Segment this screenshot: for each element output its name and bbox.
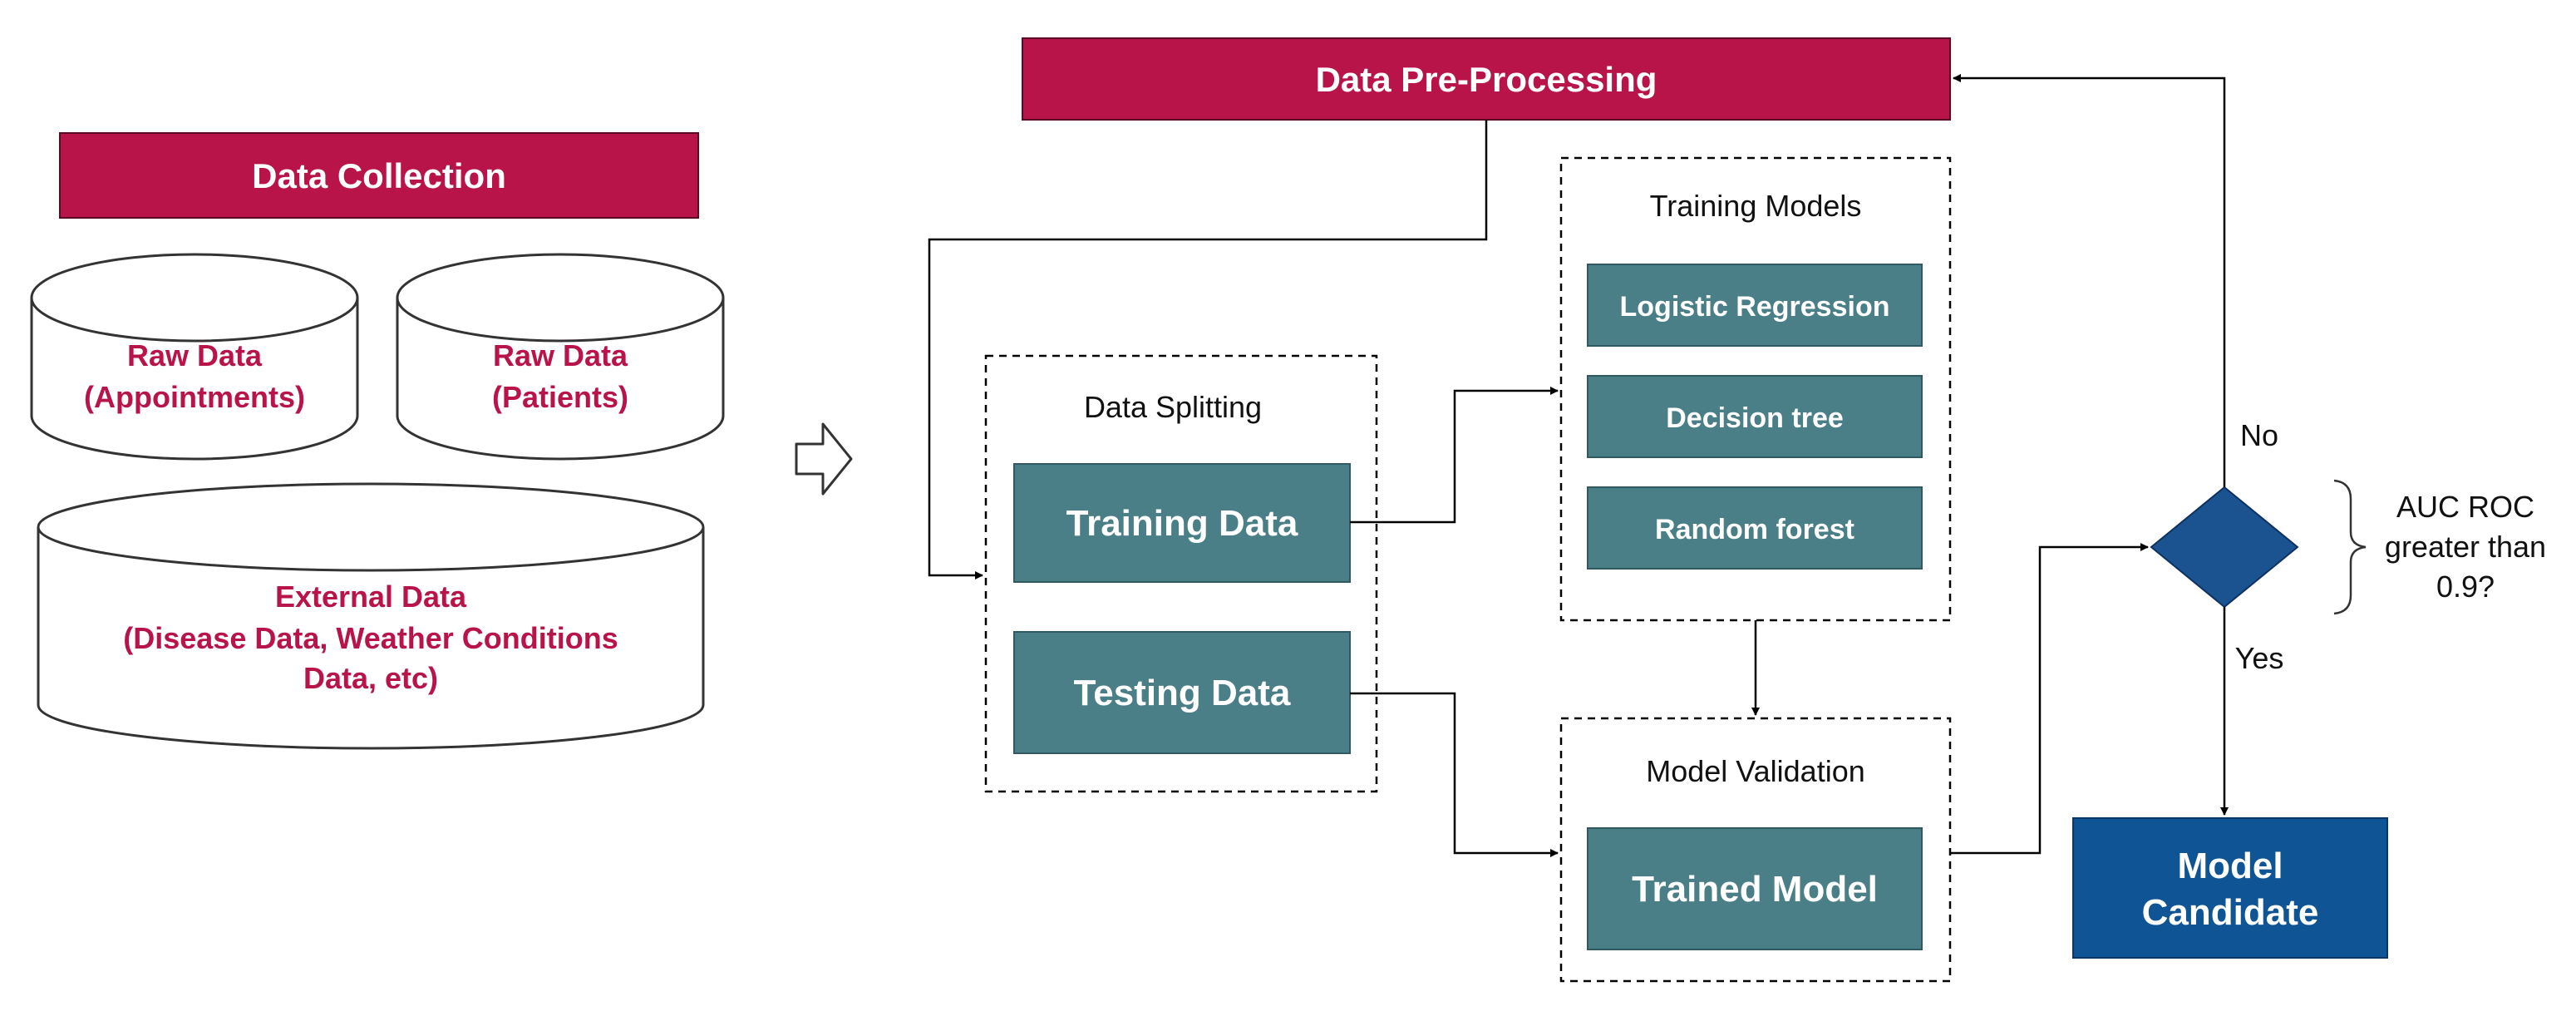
testing-data-box — [1013, 631, 1351, 754]
right-arrow-icon — [795, 422, 853, 496]
model-validation-title: Model Validation — [1646, 754, 1865, 788]
model-validation-frame — [1559, 717, 1952, 983]
model-logistic-regression-label: Logistic Regression — [1620, 291, 1890, 323]
training-data-label: Training Data — [1066, 503, 1298, 544]
connector-preprocessing-to-splitting — [928, 120, 1488, 580]
model-logistic-regression-box — [1587, 264, 1923, 347]
patients-cylinder: Raw Data (Patients) — [396, 253, 725, 461]
connectors — [928, 74, 2229, 857]
model-candidate-line1: Model — [2177, 846, 2283, 886]
data-collection-header — [59, 132, 699, 219]
trained-model-label: Trained Model — [1632, 869, 1878, 910]
external-label-line1: External Data — [275, 580, 467, 614]
question-line1: AUC ROC — [2396, 490, 2534, 524]
training-models-title: Training Models — [1650, 189, 1862, 223]
decision-no-label: No — [2240, 418, 2278, 452]
data-splitting-title: Data Splitting — [1084, 390, 1262, 424]
training-data-box — [1013, 463, 1351, 583]
preprocessing-header — [1022, 37, 1951, 121]
preprocessing-title: Data Pre-Processing — [1316, 60, 1657, 99]
model-decision-tree-box — [1587, 375, 1923, 458]
question-line3: 0.9? — [2436, 570, 2495, 604]
model-decision-tree-label: Decision tree — [1666, 402, 1844, 434]
external-data-cylinder: External Data (Disease Data, Weather Con… — [37, 482, 705, 750]
connector-decision-no-to-preprocessing — [1953, 74, 2226, 487]
model-random-forest-box — [1587, 486, 1923, 570]
connector-training-to-models — [1350, 387, 1559, 524]
patients-label-line1: Raw Data — [493, 338, 628, 372]
trained-model-box — [1587, 827, 1923, 950]
training-models-group: Training Models Logistic Regression Deci… — [1559, 156, 1952, 622]
decision-yes-label: Yes — [2235, 641, 2284, 675]
appointments-cylinder: Raw Data (Appointments) — [30, 253, 359, 461]
data-collection-title: Data Collection — [252, 156, 506, 195]
model-validation-group: Model Validation Trained Model — [1559, 717, 1952, 983]
appointments-label-line2: (Appointments) — [84, 380, 305, 414]
question-line2: greater than — [2385, 530, 2546, 564]
decision-diamond — [2150, 486, 2299, 609]
model-candidate-box — [2072, 817, 2388, 959]
external-label-line3: Data, etc) — [303, 661, 438, 695]
data-splitting-group: Data Splitting Training Data Testing Dat… — [984, 354, 1378, 793]
connector-validation-to-decision — [1950, 543, 2149, 855]
model-random-forest-label: Random forest — [1655, 514, 1854, 545]
patients-label-line2: (Patients) — [492, 380, 628, 414]
testing-data-label: Testing Data — [1074, 673, 1291, 713]
model-candidate-line2: Candidate — [2142, 892, 2319, 933]
appointments-label-line1: Raw Data — [127, 338, 263, 372]
question-brace — [2333, 479, 2367, 615]
data-collection-group: Data Collection Raw Data (Appointments) … — [30, 132, 725, 750]
external-label-line2: (Disease Data, Weather Conditions — [123, 621, 618, 655]
connector-testing-to-validation — [1350, 692, 1559, 857]
